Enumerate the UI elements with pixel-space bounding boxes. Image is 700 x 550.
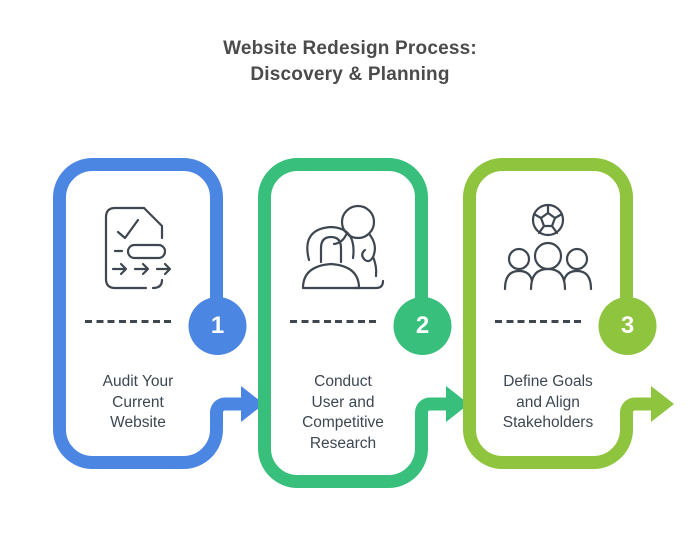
step-card-1: 1 Audit Your Current Website (53, 158, 273, 498)
step-label: Define Goals and Align Stakeholders (502, 373, 594, 431)
step-number: 3 (620, 312, 635, 339)
team-stakeholders-icon (503, 203, 593, 291)
step-number-circle (598, 297, 657, 355)
dashed-separator (290, 320, 376, 323)
card-outline-and-arrow (258, 158, 469, 488)
diagram-title: Website Redesign Process: Discovery & Pl… (223, 38, 477, 85)
card-border-path (463, 158, 651, 469)
card-border-path (53, 158, 241, 469)
user-research-icon (301, 204, 385, 290)
step-number-circle (188, 297, 247, 355)
card-outline-and-arrow (463, 158, 674, 469)
step-number: 1 (210, 312, 225, 339)
step-label: Conduct User and Competitive Research (302, 373, 384, 452)
flow-arrow-head (241, 386, 264, 422)
step-card-2: 2 Conduct User and Competitive Research (258, 158, 478, 498)
step-label: Audit Your Current Website (102, 373, 174, 431)
card-outline-and-arrow (53, 158, 264, 469)
dashed-separator (85, 320, 171, 323)
audit-document-icon (104, 206, 172, 290)
step-card-3: 3 Define Goals and Align Stakeholders (463, 158, 683, 498)
dashed-separator (495, 320, 581, 323)
step-number-circle (393, 297, 452, 355)
flow-arrow-head (446, 386, 469, 422)
card-border-path (258, 158, 446, 488)
flow-arrow-head (651, 386, 674, 422)
step-number: 2 (415, 312, 430, 339)
